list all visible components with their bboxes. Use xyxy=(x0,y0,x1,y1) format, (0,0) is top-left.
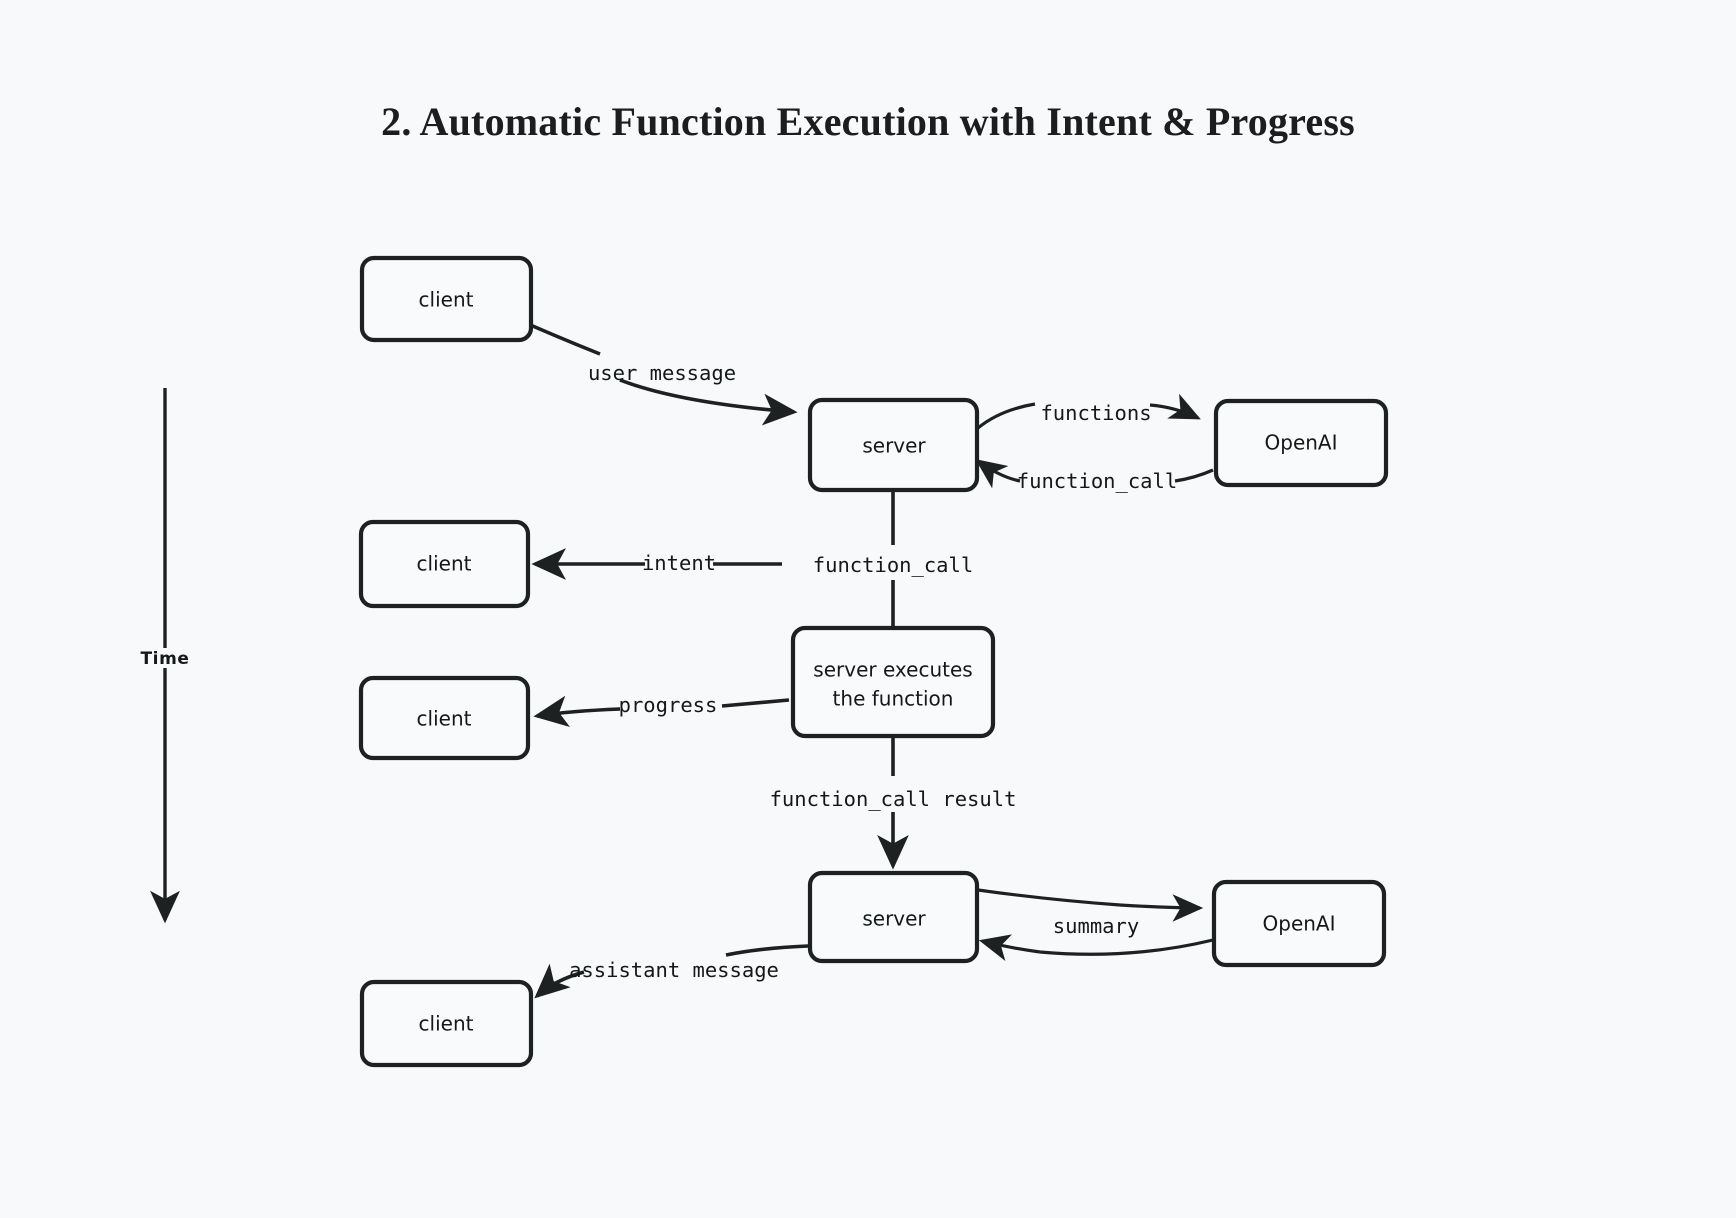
node-client-bottom[interactable]: client xyxy=(359,979,534,1068)
edge-assistant-message-label: assistant message xyxy=(569,958,779,982)
edge-progress-line-b xyxy=(533,695,621,728)
edge-functions: functions xyxy=(976,393,1201,430)
edge-user-message-line-b xyxy=(619,378,798,426)
edge-assistant-message: assistant message xyxy=(534,944,809,999)
edge-progress-line-a xyxy=(721,698,790,708)
edge-function-call-return-line-b xyxy=(975,459,1021,489)
node-server-bottom-box[interactable] xyxy=(807,870,980,964)
node-client-bottom-label: client xyxy=(419,1012,474,1036)
edge-summary-return xyxy=(978,934,1214,962)
node-server-top-label: server xyxy=(862,434,926,458)
node-server-top[interactable]: server xyxy=(807,397,980,493)
page-title: 2. Automatic Function Execution with Int… xyxy=(381,99,1355,144)
node-openai-bottom-label: OpenAI xyxy=(1263,912,1336,936)
node-server-executes[interactable]: server executes the function xyxy=(790,625,996,739)
node-client-top-box[interactable] xyxy=(359,255,534,343)
node-server-executes-label-line2: the function xyxy=(833,687,954,711)
node-server-bottom-label: server xyxy=(862,907,926,931)
time-axis-label: Time xyxy=(140,649,189,669)
node-server-bottom[interactable]: server xyxy=(807,870,980,964)
node-client-top-label: client xyxy=(419,288,474,312)
node-client-progress-box[interactable] xyxy=(358,675,531,761)
edge-user-message-label: user message xyxy=(588,361,736,385)
node-server-executes-label-line1: server executes xyxy=(813,658,972,682)
node-client-intent-box[interactable] xyxy=(358,519,531,609)
node-openai-top-box[interactable] xyxy=(1213,398,1389,488)
edge-function-call-return: function_call xyxy=(975,459,1214,493)
edge-functions-line-a xyxy=(976,402,1036,430)
time-axis: Time xyxy=(140,388,189,924)
edge-function-call-return-line-a xyxy=(1174,468,1214,483)
node-client-progress[interactable]: client xyxy=(358,675,531,761)
edge-summary: summary xyxy=(977,888,1204,938)
edge-summary-line-a xyxy=(977,888,1121,907)
node-server-executes-box[interactable] xyxy=(790,625,996,739)
node-openai-top[interactable]: OpenAI xyxy=(1213,398,1389,488)
node-client-bottom-box[interactable] xyxy=(359,979,534,1068)
edge-assistant-message-line-a xyxy=(725,944,809,957)
edge-intent: intent xyxy=(531,548,782,580)
node-client-intent-label: client xyxy=(417,552,472,576)
edge-function-call-down: function_call xyxy=(813,490,973,628)
edge-function-call-return-label: function_call xyxy=(1017,469,1177,493)
edge-summary-line-b xyxy=(1119,894,1204,922)
node-openai-top-label: OpenAI xyxy=(1265,431,1338,455)
edge-summary-return-line-a xyxy=(1039,938,1214,956)
edge-function-call-result-label: function_call result xyxy=(770,787,1017,811)
edge-assistant-message-line-b xyxy=(534,963,585,999)
edge-function-call-result: function_call result xyxy=(770,735,1017,870)
edge-summary-label: summary xyxy=(1053,914,1139,938)
edge-summary-return-line-b xyxy=(978,934,1041,962)
edge-functions-label: functions xyxy=(1040,401,1151,425)
edge-progress-label: progress xyxy=(619,693,718,717)
edge-intent-label: intent xyxy=(642,551,716,575)
node-client-intent[interactable]: client xyxy=(358,519,531,609)
node-openai-bottom[interactable]: OpenAI xyxy=(1211,879,1387,968)
node-client-progress-label: client xyxy=(417,707,472,731)
node-server-top-box[interactable] xyxy=(807,397,980,493)
edge-progress: progress xyxy=(533,693,790,728)
node-client-top[interactable]: client xyxy=(359,255,534,343)
edge-function-call-down-label: function_call xyxy=(813,553,973,577)
edge-functions-line-b xyxy=(1149,393,1201,420)
node-openai-bottom-box[interactable] xyxy=(1211,879,1387,968)
